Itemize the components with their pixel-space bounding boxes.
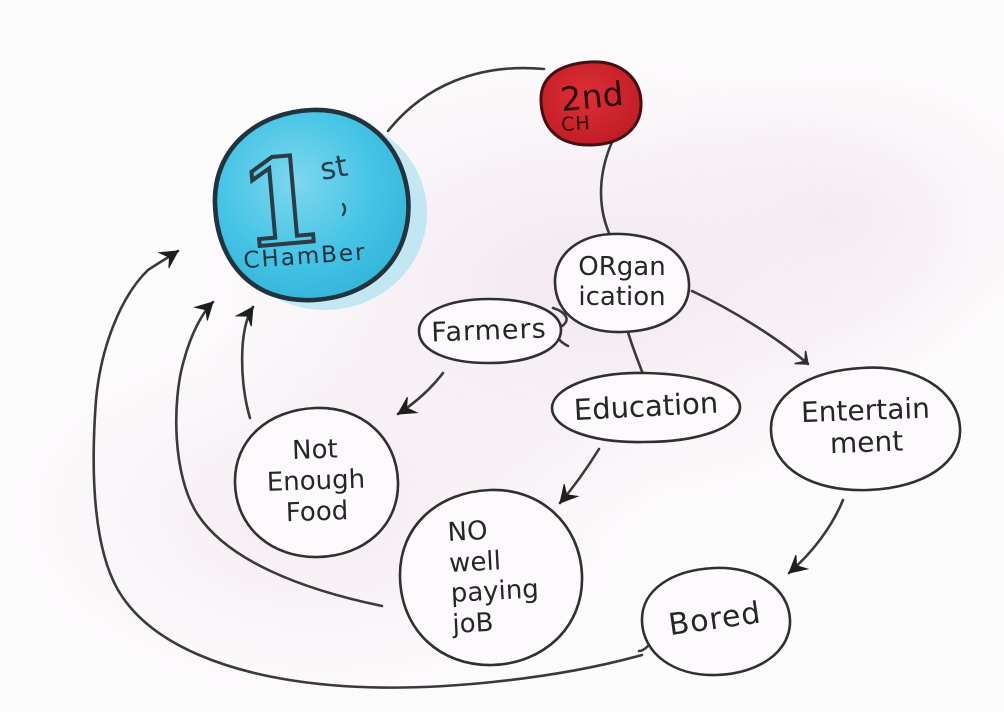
edge-2nd-chamber-to-organization: [599, 140, 614, 235]
pen-mark-near-bored: [637, 644, 650, 653]
chamber1-ink-comma: [341, 202, 347, 217]
chamber2-node: [539, 60, 643, 147]
chamber2-sublabel: CH: [560, 112, 592, 137]
entertainment-node: [769, 366, 962, 492]
edge-1st-chamber-to-2nd-chamber: [386, 66, 546, 133]
edge-farmers-to-not-enough-food: [396, 371, 445, 416]
organization-node: [553, 232, 691, 334]
edge-entertainment-to-bored: [787, 498, 845, 575]
not-enough-food-node: [233, 406, 400, 559]
entertainment-label: Entertain ment: [800, 391, 931, 461]
chamber1-node: [212, 107, 411, 303]
bored-node: [640, 566, 792, 677]
edge-organization-to-education: [626, 330, 645, 376]
farmers-node: [417, 297, 563, 365]
not-enough-food-label: Not Enough Food: [266, 434, 366, 529]
edge-organization-to-farmers-squiggle: [551, 306, 570, 348]
organization-label: ORgan ication: [578, 252, 666, 312]
farmers-label: Farmers: [430, 313, 548, 349]
edge-organization-to-entertainment: [690, 289, 810, 366]
edge-not-enough-food-to-1st-chamber: [234, 305, 255, 420]
nodes-layer: [212, 60, 962, 677]
education-node: [550, 371, 742, 444]
edge-education-to-no-well-paying-job: [558, 447, 601, 505]
edge-no-well-paying-job-to-1st-chamber: [174, 300, 384, 608]
chamber1-ordinal: st: [317, 148, 351, 188]
edges-layer: [92, 66, 845, 689]
no-well-paying-job-node: [398, 488, 584, 667]
edge-bored-to-1st-chamber: [92, 249, 644, 689]
no-well-paying-job-label: NO well paying joB: [446, 515, 540, 640]
